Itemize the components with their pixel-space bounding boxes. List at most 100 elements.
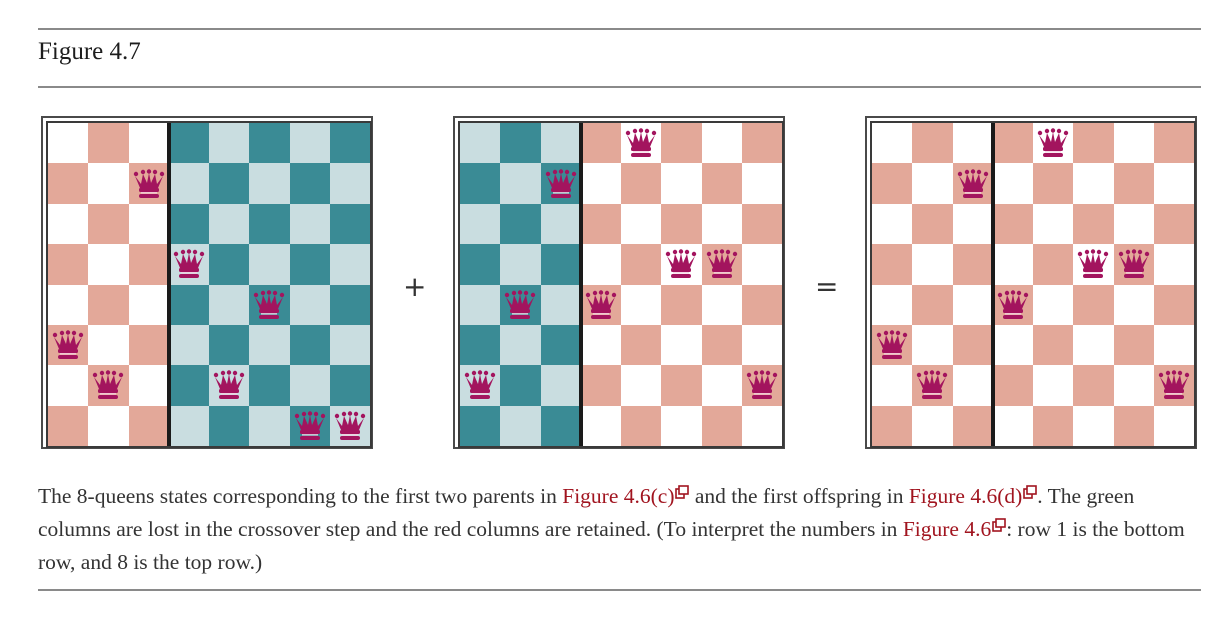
board-square — [209, 365, 250, 406]
chessboard — [46, 121, 372, 448]
board-square — [168, 203, 209, 245]
board-square — [289, 284, 330, 325]
board-square — [48, 405, 89, 446]
board-square — [912, 324, 953, 366]
plus-sign: + — [403, 270, 427, 303]
external-link-icon[interactable] — [992, 518, 1007, 532]
board-square — [88, 324, 129, 366]
caption-text: . The green columns are lost in the cros… — [38, 484, 1135, 541]
board-square — [1153, 244, 1194, 285]
board-square — [952, 163, 993, 204]
board-square — [580, 163, 621, 204]
queen-icon — [706, 249, 737, 279]
link-figure-4-6d[interactable]: Figure 4.6(d) — [908, 484, 1023, 508]
board-square — [621, 284, 662, 325]
board-square — [952, 405, 993, 446]
board-square — [289, 203, 330, 245]
board-square — [128, 123, 169, 164]
board-square — [500, 203, 541, 245]
board-square — [992, 365, 1033, 406]
board-square — [540, 365, 581, 406]
board-square — [540, 284, 581, 325]
board-square — [992, 324, 1033, 366]
board-square — [128, 324, 169, 366]
board-square — [48, 203, 89, 245]
board-square — [741, 365, 782, 406]
board-square — [48, 324, 89, 366]
board-square — [1073, 163, 1114, 204]
board-square — [1113, 203, 1154, 245]
board-square — [580, 324, 621, 366]
board-square — [329, 203, 370, 245]
board-square — [329, 324, 370, 366]
board-square — [209, 163, 250, 204]
board-square — [289, 324, 330, 366]
board-square — [88, 284, 129, 325]
board-offspring — [865, 116, 1197, 449]
board-square — [168, 284, 209, 325]
board-square — [500, 405, 541, 446]
board-square — [701, 405, 742, 446]
board-square — [329, 405, 370, 446]
board-square — [1073, 123, 1114, 164]
board-square — [1153, 324, 1194, 366]
board-square — [168, 324, 209, 366]
top-rule — [38, 28, 1201, 30]
board-square — [88, 203, 129, 245]
board-square — [540, 324, 581, 366]
board-square — [168, 365, 209, 406]
board-square — [992, 284, 1033, 325]
board-square — [168, 123, 209, 164]
board-square — [329, 163, 370, 204]
board-square — [88, 405, 129, 446]
board-square — [621, 324, 662, 366]
chessboard — [870, 121, 1196, 448]
queen-icon — [93, 370, 124, 400]
link-figure-4-6c[interactable]: Figure 4.6(c) — [562, 484, 675, 508]
board-square — [128, 203, 169, 245]
link-figure-4-6[interactable]: Figure 4.6 — [902, 517, 992, 541]
board-square — [460, 123, 501, 164]
board-square — [1113, 163, 1154, 204]
board-square — [741, 244, 782, 285]
board-square — [500, 324, 541, 366]
board-square — [289, 405, 330, 446]
board-square — [1033, 365, 1074, 406]
board-square — [289, 365, 330, 406]
board-square — [621, 365, 662, 406]
queen-icon — [1118, 249, 1149, 279]
board-square — [741, 284, 782, 325]
board-square — [741, 324, 782, 366]
board-square — [621, 163, 662, 204]
board-square — [329, 244, 370, 285]
queen-icon — [585, 289, 617, 319]
board-square — [289, 123, 330, 164]
board-square — [168, 163, 209, 204]
queen-icon — [746, 370, 778, 400]
board-square — [1033, 203, 1074, 245]
board-square — [992, 203, 1033, 245]
board-square — [580, 123, 621, 164]
board-square — [128, 163, 169, 204]
external-link-icon[interactable] — [675, 485, 690, 499]
board-square — [741, 405, 782, 446]
board-square — [48, 284, 89, 325]
board-square — [1113, 244, 1154, 285]
board-square — [500, 244, 541, 285]
board-square — [209, 203, 250, 245]
board-square — [460, 365, 501, 406]
board-square — [912, 123, 953, 164]
crossover-divider — [578, 123, 583, 446]
queen-icon — [294, 411, 325, 440]
board-square — [540, 163, 581, 204]
board-square — [661, 203, 702, 245]
board-square — [1153, 405, 1194, 446]
board-square — [912, 203, 953, 245]
board-square — [1153, 203, 1194, 245]
board-square — [1073, 405, 1114, 446]
board-square — [209, 123, 250, 164]
queen-icon — [666, 249, 697, 279]
external-link-icon[interactable] — [1023, 485, 1038, 499]
board-square — [661, 365, 702, 406]
board-square — [872, 244, 913, 285]
